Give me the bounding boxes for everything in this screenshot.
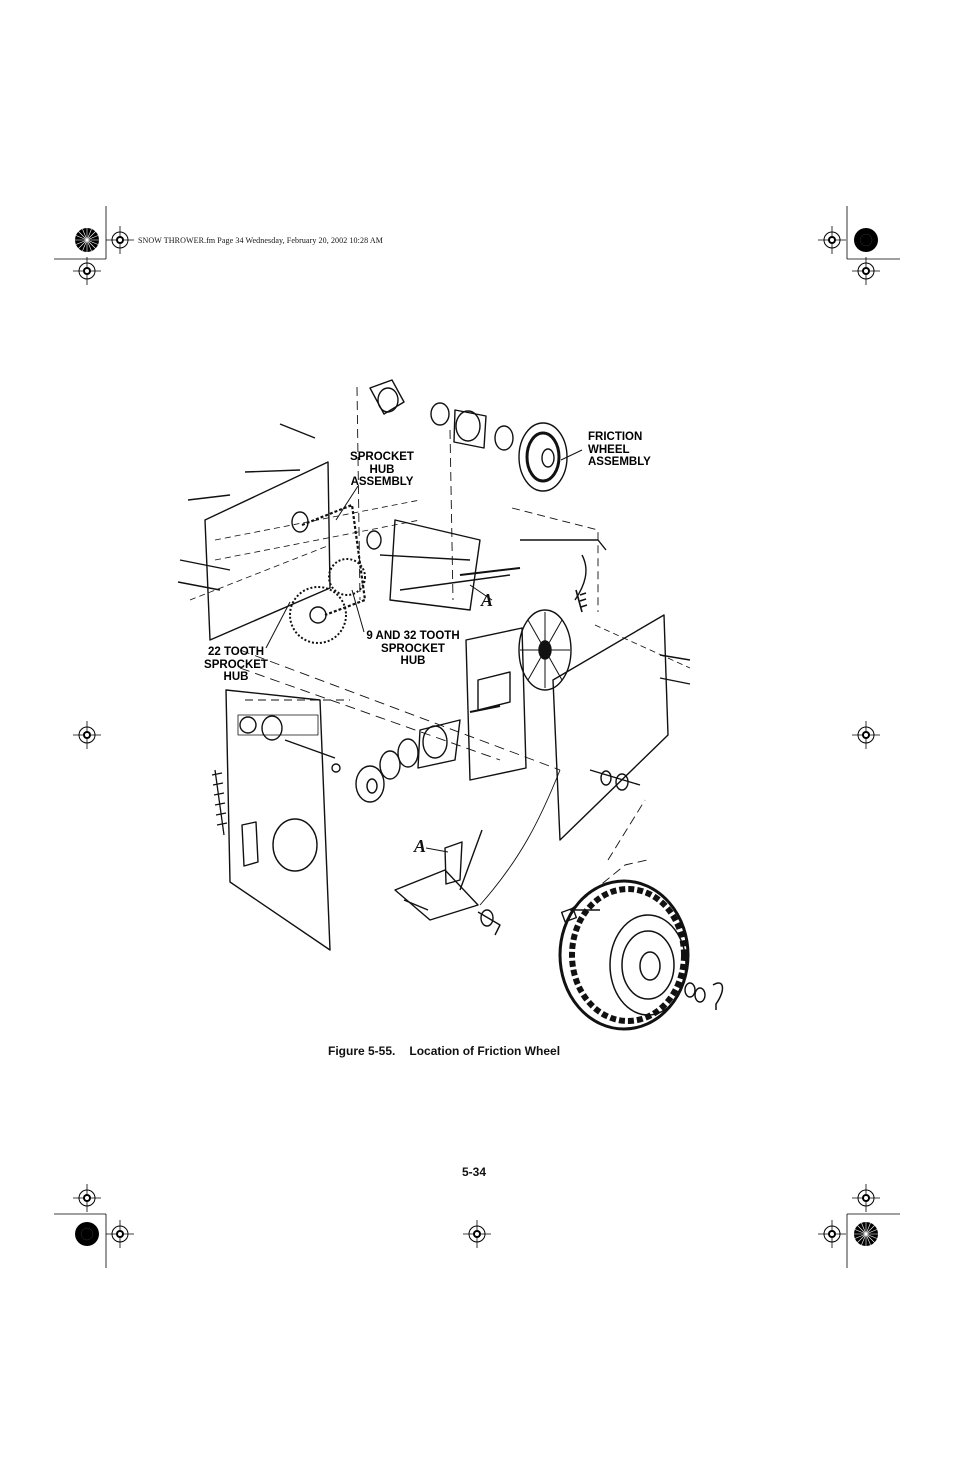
bottom-left-marks (54, 1183, 135, 1268)
page-number: 5-34 (462, 1165, 487, 1179)
top-right-marks (817, 206, 900, 286)
figure-number: Figure 5-55. (328, 1044, 396, 1058)
bottom-right-marks (817, 1183, 900, 1268)
callout-22-tooth-sprocket-hub: 22 TOOTH SPROCKET HUB (204, 646, 268, 683)
reference-letter-a-lower: A (414, 836, 427, 856)
figure-title: Location of Friction Wheel (409, 1044, 561, 1058)
tire-illustration (558, 879, 724, 1031)
reference-letter-a-upper: A (481, 590, 494, 610)
callout-sprocket-hub-assembly: SPROCKET HUB ASSEMBLY (350, 451, 414, 488)
callout-9-and-32-tooth-sprocket-hub: 9 AND 32 TOOTH SPROCKET HUB (366, 630, 460, 667)
callout-friction-wheel-assembly: FRICTION WHEEL ASSEMBLY (588, 431, 651, 468)
figure-caption: Figure 5-55. Location of Friction Wheel (328, 1044, 560, 1058)
print-header: SNOW THROWER.fm Page 34 Wednesday, Febru… (138, 236, 383, 245)
top-left-marks (54, 206, 135, 286)
